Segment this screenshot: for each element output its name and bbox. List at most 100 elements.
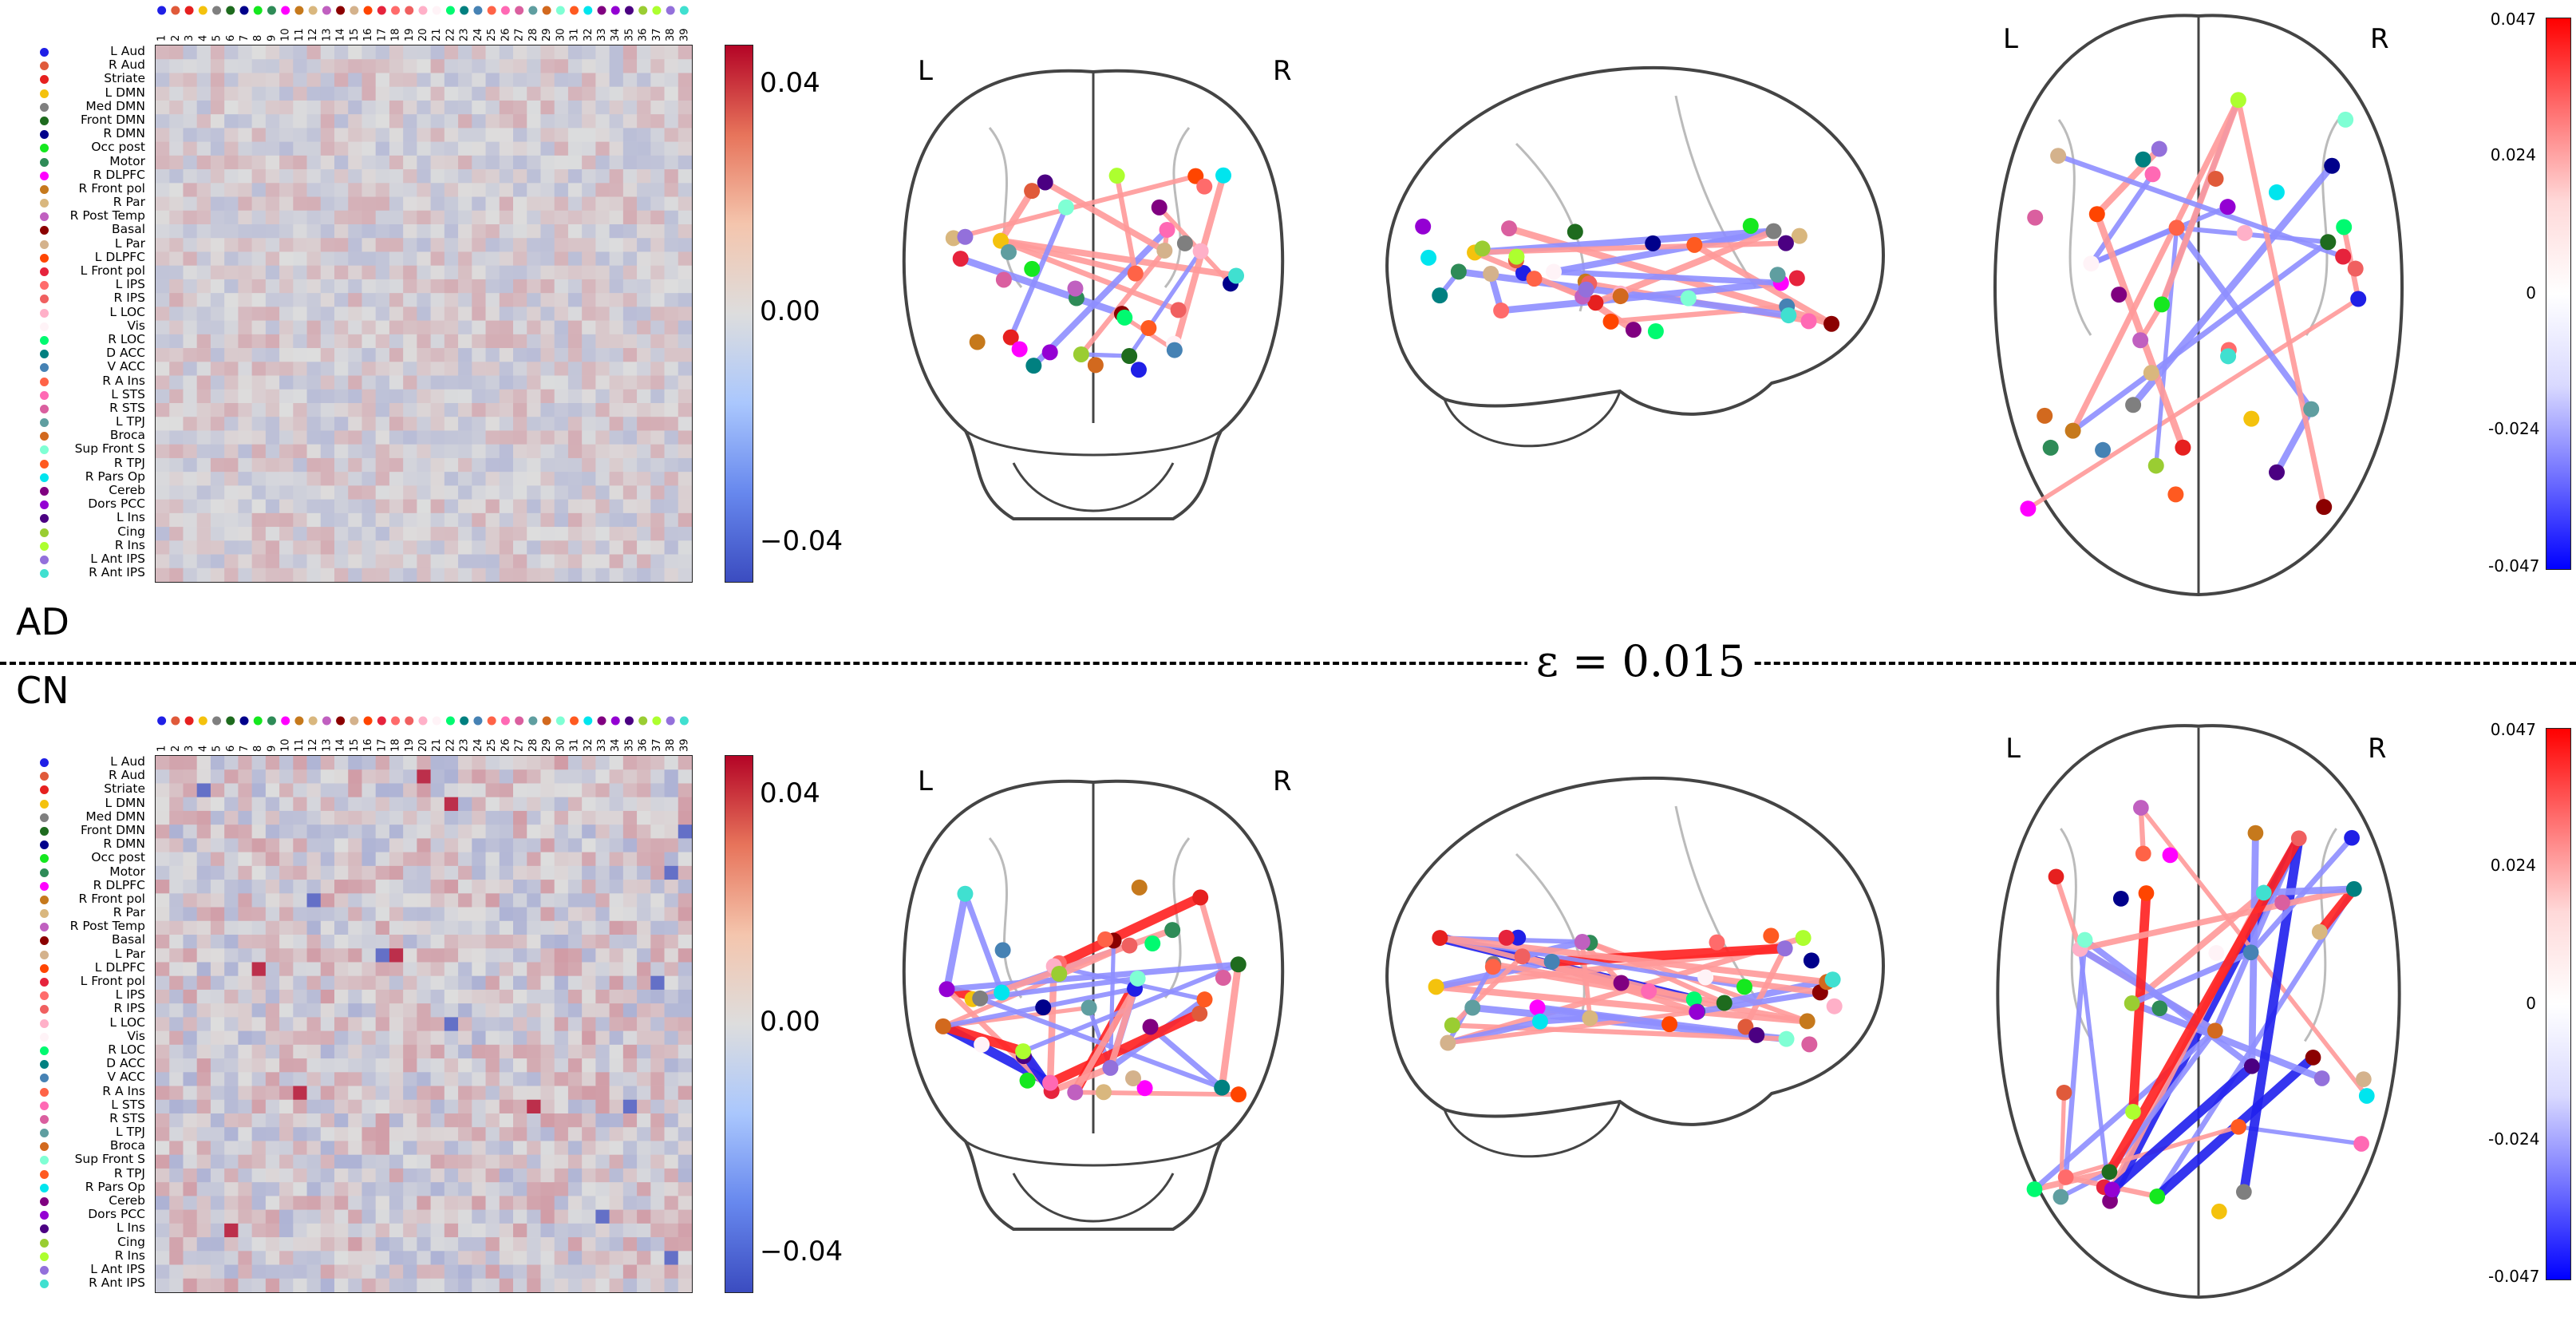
roi-node: [934, 1018, 951, 1034]
matrix-cell: [265, 128, 280, 142]
roi-node: [1127, 265, 1144, 282]
matrix-cell: [622, 141, 638, 156]
roi-label: R Ins: [8, 1248, 152, 1263]
matrix-cell: [485, 403, 500, 417]
matrix-cell: [362, 962, 377, 977]
matrix-cell: [485, 880, 500, 894]
matrix-cell: [609, 457, 624, 473]
matrix-cell: [375, 935, 390, 949]
matrix-cell: [678, 224, 692, 239]
matrix-cell: [499, 865, 514, 880]
matrix-cell: [458, 989, 472, 1004]
cbar-tick-mid: 0.00: [760, 1006, 820, 1038]
matrix-cell: [306, 472, 322, 486]
matrix-cell: [362, 880, 377, 894]
matrix-cell: [678, 554, 692, 569]
matrix-cell: [183, 554, 198, 569]
matrix-cell: [196, 554, 211, 569]
matrix-cell: [265, 348, 280, 362]
matrix-cell: [293, 1209, 307, 1224]
matrix-cell: [334, 403, 349, 417]
matrix-cell: [582, 825, 596, 839]
matrix-cell: [265, 196, 280, 212]
matrix-cell: [183, 1099, 198, 1114]
roi-label: R Front pol: [8, 892, 152, 906]
matrix-cell: [595, 293, 610, 307]
matrix-cell: [444, 100, 459, 115]
matrix-cell: [156, 797, 170, 812]
roi-index-number: 23: [459, 28, 471, 42]
matrix-cell: [306, 1182, 322, 1196]
matrix-cell: [334, 1127, 349, 1141]
matrix-cell: [444, 155, 459, 170]
roi-node: [1166, 342, 1183, 358]
roi-node: [969, 334, 986, 350]
matrix-cell: [430, 920, 445, 935]
roi-color-dot: [40, 1046, 49, 1055]
matrix-cell: [554, 1113, 569, 1128]
matrix-cell: [527, 880, 541, 894]
matrix-cell: [293, 1003, 307, 1018]
matrix-cell: [210, 1264, 225, 1279]
roi-index-dot: [500, 716, 510, 726]
matrix-cell: [403, 472, 417, 486]
matrix-cell: [251, 962, 267, 977]
matrix-cell: [554, 825, 569, 839]
matrix-cell: [622, 568, 638, 582]
matrix-cell: [279, 893, 294, 908]
matrix-cell: [513, 948, 527, 963]
matrix-cell: [444, 527, 459, 541]
roi-color-dot: [40, 1074, 49, 1083]
connectivity-edge: [998, 238, 1182, 313]
matrix-cell: [224, 527, 239, 541]
matrix-cell: [595, 430, 610, 445]
matrix-cell: [499, 1003, 514, 1018]
matrix-cell: [196, 210, 211, 225]
roi-node: [1230, 1086, 1247, 1103]
matrix-cell: [430, 1030, 445, 1046]
matrix-cell: [540, 1099, 555, 1114]
matrix-cell: [499, 948, 514, 963]
matrix-cell: [403, 1072, 417, 1086]
cbar-tick-mid: 0.00: [760, 295, 820, 327]
roi-index-number: 32: [583, 738, 595, 752]
matrix-cell: [513, 114, 527, 129]
matrix-cell: [417, 1278, 431, 1292]
matrix-cell: [403, 389, 417, 404]
roi-node: [2048, 868, 2064, 885]
roi-index-number: 32: [583, 28, 595, 42]
matrix-cell: [306, 1209, 322, 1224]
matrix-cell: [183, 348, 198, 362]
matrix-cell: [485, 334, 500, 349]
roi-index-dot: [405, 6, 414, 15]
matrix-cell: [183, 128, 198, 142]
matrix-cell: [567, 935, 583, 949]
matrix-cell: [156, 169, 170, 184]
matrix-cell: [430, 1017, 445, 1031]
matrix-cell: [417, 810, 431, 825]
roi-node: [1777, 235, 1794, 251]
matrix-cell: [210, 86, 225, 101]
matrix-cell: [156, 1168, 170, 1183]
matrix-cell: [678, 86, 692, 101]
roi-name: R LOC: [108, 331, 145, 346]
matrix-cell: [567, 444, 583, 459]
matrix-cell: [554, 893, 569, 908]
matrix-cell: [320, 989, 335, 1004]
matrix-colorbar: [725, 45, 753, 583]
matrix-cell: [622, 307, 638, 321]
matrix-cell: [499, 334, 514, 349]
matrix-cell: [430, 1113, 445, 1128]
matrix-cell: [251, 389, 267, 404]
matrix-cell: [622, 155, 638, 170]
matrix-cell: [417, 45, 431, 60]
matrix-cell: [348, 265, 362, 280]
matrix-cell: [279, 472, 294, 486]
edge-colorbar: [2546, 728, 2571, 1280]
matrix-cell: [279, 389, 294, 404]
matrix-cell: [664, 1030, 679, 1046]
matrix-cell: [678, 935, 692, 949]
matrix-cell: [279, 825, 294, 839]
matrix-cell: [375, 880, 390, 894]
matrix-cell: [430, 1209, 445, 1224]
